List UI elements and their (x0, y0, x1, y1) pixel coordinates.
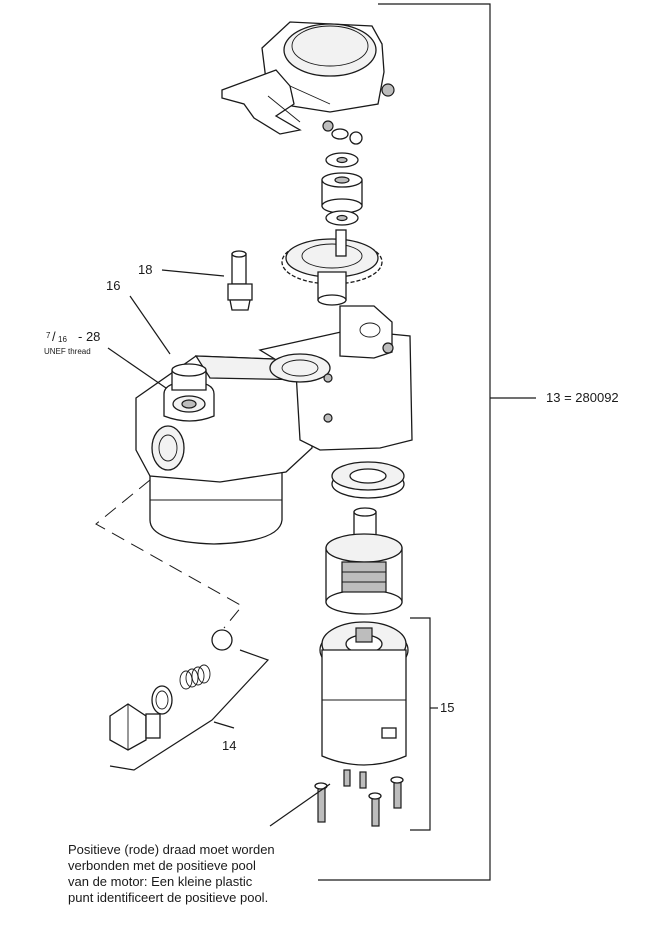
note-line-4: punt identificeert de positieve pool. (68, 890, 269, 905)
thread-slash: / (52, 329, 56, 344)
motor-15 (319, 621, 409, 789)
assembly-13-bracket (318, 3, 536, 881)
polarity-note: Positieve (rode) draad moet worden verbo… (68, 842, 318, 906)
callout-14: 14 (222, 738, 236, 753)
spring (179, 664, 211, 690)
callout-15: 15 (440, 700, 454, 715)
main-housing (135, 305, 413, 545)
thread-size: - 28 (78, 329, 100, 344)
callout-16: 16 (106, 278, 120, 293)
callout-13: 13 = 280092 (546, 390, 619, 405)
callout-18: 18 (138, 262, 152, 277)
leader-lines (107, 269, 331, 827)
thread-numerator: 7 (46, 331, 51, 340)
check-valve-14 (95, 479, 270, 771)
thread-denominator: 16 (58, 335, 67, 344)
bearing-ring (331, 461, 405, 499)
note-line-2: verbonden met de positieve pool (68, 858, 256, 873)
note-line-1: Positieve (rode) draad moet worden (68, 842, 275, 857)
planetary-gear-set (325, 507, 403, 615)
thread-type: UNEF thread (44, 347, 91, 356)
motor-screws (314, 776, 404, 827)
washers-and-spacer (321, 128, 363, 226)
note-line-3: van de motor: Een kleine plastic (68, 874, 253, 889)
spur-gear (281, 229, 383, 306)
thread-spec-label: 7 / 16 - 28 UNEF thread (44, 329, 100, 356)
fitting-18 (227, 250, 253, 311)
item-15-bracket (410, 617, 438, 831)
top-cover (221, 21, 395, 135)
